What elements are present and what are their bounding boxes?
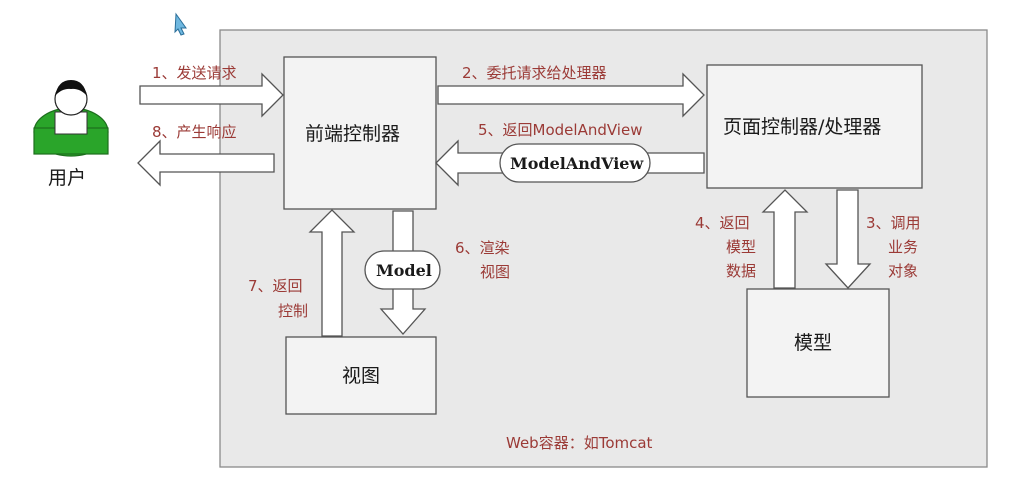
user-icon [33,80,109,157]
return-control-arrow [308,209,356,337]
front-controller-box [283,56,437,210]
return-model-data-arrow [761,189,809,289]
step7-label: 7、返回 控制 [248,277,308,320]
view-label: 视图 [342,365,380,387]
step3-label: 3、调用 业务 对象 [866,214,925,280]
step6-label: 6、渲染 视图 [455,239,514,281]
user-label: 用户 [48,167,86,189]
step5-label: 5、返回ModelAndView [478,121,642,139]
web-container-label: Web容器：如Tomcat [506,434,653,452]
step2-label: 2、委托请求给处理器 [462,64,607,82]
modelandview-pill [499,143,651,183]
model-pill-label: Model [376,261,432,280]
model-box [746,288,890,398]
page-controller-label: 页面控制器/处理器 [723,116,881,138]
delegate-request-arrow [437,72,705,118]
modelandview-pill-label: ModelAndView [510,154,644,173]
response-arrow [137,139,275,187]
model-label: 模型 [794,332,832,354]
front-controller-label: 前端控制器 [305,123,400,145]
page-controller-box [706,64,923,189]
mouse-cursor-icon [174,12,187,36]
send-request-arrow [139,72,284,118]
step1-label: 1、发送请求 [152,64,237,82]
call-business-object-arrow [824,189,872,289]
step8-label: 8、产生响应 [152,123,237,141]
step4-label: 4、返回 模型 数据 [695,214,761,280]
view-box [285,336,437,415]
model-pill [364,250,441,290]
